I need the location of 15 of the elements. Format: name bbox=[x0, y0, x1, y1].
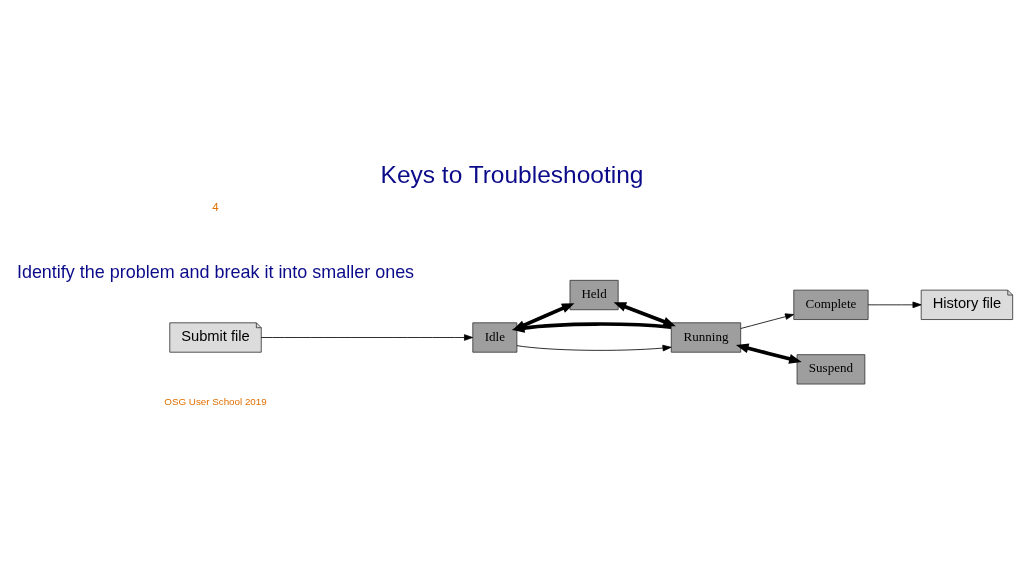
node-box: Running bbox=[670, 321, 742, 353]
arrow bbox=[740, 312, 795, 329]
node-box: Suspend bbox=[796, 353, 866, 384]
label: Identify the problem and break it into smaller ones bbox=[16, 261, 415, 282]
node-box: Held bbox=[569, 279, 619, 310]
node-box: Idle bbox=[472, 321, 518, 353]
arrow bbox=[867, 301, 922, 308]
diagram-title: Keys to Troubleshooting bbox=[380, 160, 644, 188]
arrow bbox=[260, 333, 474, 341]
arrow bbox=[613, 301, 676, 326]
label: OSG User School 2019 bbox=[164, 395, 267, 407]
arrow bbox=[735, 342, 802, 364]
label: 4 bbox=[212, 200, 219, 213]
node-box: Complete bbox=[793, 289, 869, 320]
arrow bbox=[516, 344, 672, 351]
